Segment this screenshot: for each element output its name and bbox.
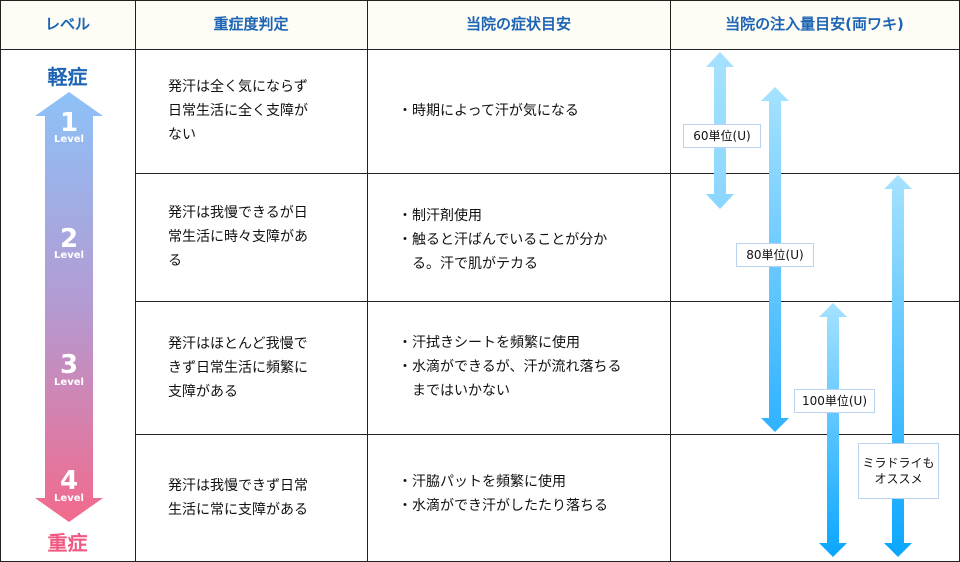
severity-text: 発汗は我慢できず日常 生活に常に支障がある <box>168 477 308 518</box>
table-header <box>0 0 960 49</box>
divider <box>0 49 960 50</box>
dose-60-label: 60単位(U) <box>683 124 761 148</box>
severity-cell: 発汗はほとんど我慢で きず日常生活に頻繁に 支障がある <box>168 301 308 434</box>
symptom-item: ・汗脇パットを頻繁に使用 <box>398 470 608 494</box>
header-level: レベル <box>44 15 90 33</box>
divider <box>135 434 960 435</box>
level-3-label: Level <box>54 377 84 388</box>
severity-cell: 発汗は我慢できるが日 常生活に時々支障があ る <box>168 173 308 301</box>
severity-text: 発汗は我慢できるが日 常生活に時々支障があ る <box>168 205 308 269</box>
symptom-item: ・触ると汗ばんでいることが分か る。汗で肌がテカる <box>398 228 607 276</box>
bullet: ・ <box>398 498 412 514</box>
level-3-number: 3 <box>59 350 79 380</box>
level-1-label: Level <box>54 134 84 145</box>
symptom-item: ・時期によって汗が気になる <box>398 99 579 123</box>
bullet: ・ <box>398 208 412 224</box>
symptom-text: 制汗剤使用 <box>412 208 482 224</box>
divider <box>135 173 960 174</box>
divider <box>0 0 1 562</box>
mild-label: 軽症 <box>47 65 88 89</box>
severity-text: 発汗は全く気にならず 日常生活に全く支障が ない <box>168 79 308 143</box>
level-4-number: 4 <box>59 466 79 496</box>
level-1-number: 1 <box>59 108 79 138</box>
symptom-list: ・汗拭きシートを頻繁に使用 ・水滴ができるが、汗が流れ落ちる まではいかない <box>398 331 621 403</box>
dose-100-label: 100単位(U) <box>794 389 875 413</box>
symptom-item: ・汗拭きシートを頻繁に使用 <box>398 331 621 355</box>
severity-text: 発汗はほとんど我慢で きず日常生活に頻繁に 支障がある <box>168 335 308 400</box>
miradry-arrow-icon <box>884 175 912 557</box>
header-severity: 重症度判定 <box>213 15 289 33</box>
symptom-list: ・制汗剤使用 ・触ると汗ばんでいることが分か る。汗で肌がテカる <box>398 204 607 276</box>
severity-cell: 発汗は全く気にならず 日常生活に全く支障が ない <box>168 49 308 173</box>
symptom-text: 触ると汗ばんでいることが分か る。汗で肌がテカる <box>412 232 608 272</box>
level-2-label: Level <box>54 250 84 261</box>
symptom-item: ・水滴ができるが、汗が流れ落ちる まではいかない <box>398 355 621 403</box>
bullet: ・ <box>398 103 412 119</box>
divider <box>367 0 368 562</box>
level-4-label: Level <box>54 493 84 504</box>
level-arrow-icon <box>35 92 103 522</box>
severe-label: 重症 <box>47 531 88 555</box>
symptom-text: 水滴ができるが、汗が流れ落ちる まではいかない <box>412 359 622 399</box>
divider <box>135 0 136 562</box>
divider <box>135 301 960 302</box>
symptom-text: 時期によって汗が気になる <box>412 103 579 119</box>
symptom-item: ・水滴ができ汗がしたたり落ちる <box>398 494 608 518</box>
symptom-text: 汗拭きシートを頻繁に使用 <box>412 335 580 351</box>
symptom-text: 汗脇パットを頻繁に使用 <box>412 474 566 490</box>
symptom-text: 水滴ができ汗がしたたり落ちる <box>412 498 608 514</box>
bullet: ・ <box>398 335 412 351</box>
bullet: ・ <box>398 232 412 248</box>
miradry-recommend-label: ミラドライも オススメ <box>858 443 939 499</box>
symptom-list: ・汗脇パットを頻繁に使用 ・水滴ができ汗がしたたり落ちる <box>398 470 608 518</box>
level-2-number: 2 <box>59 224 79 254</box>
bullet: ・ <box>398 359 412 375</box>
severity-cell: 発汗は我慢できず日常 生活に常に支障がある <box>168 434 308 561</box>
header-dose: 当院の注入量目安(両ワキ) <box>725 15 904 33</box>
header-symptoms: 当院の症状目安 <box>465 15 571 33</box>
dose-80-label: 80単位(U) <box>736 243 814 267</box>
divider <box>670 0 671 562</box>
bullet: ・ <box>398 474 412 490</box>
dose-100-arrow-icon <box>819 303 847 557</box>
divider <box>0 0 960 1</box>
symptom-item: ・制汗剤使用 <box>398 204 607 228</box>
